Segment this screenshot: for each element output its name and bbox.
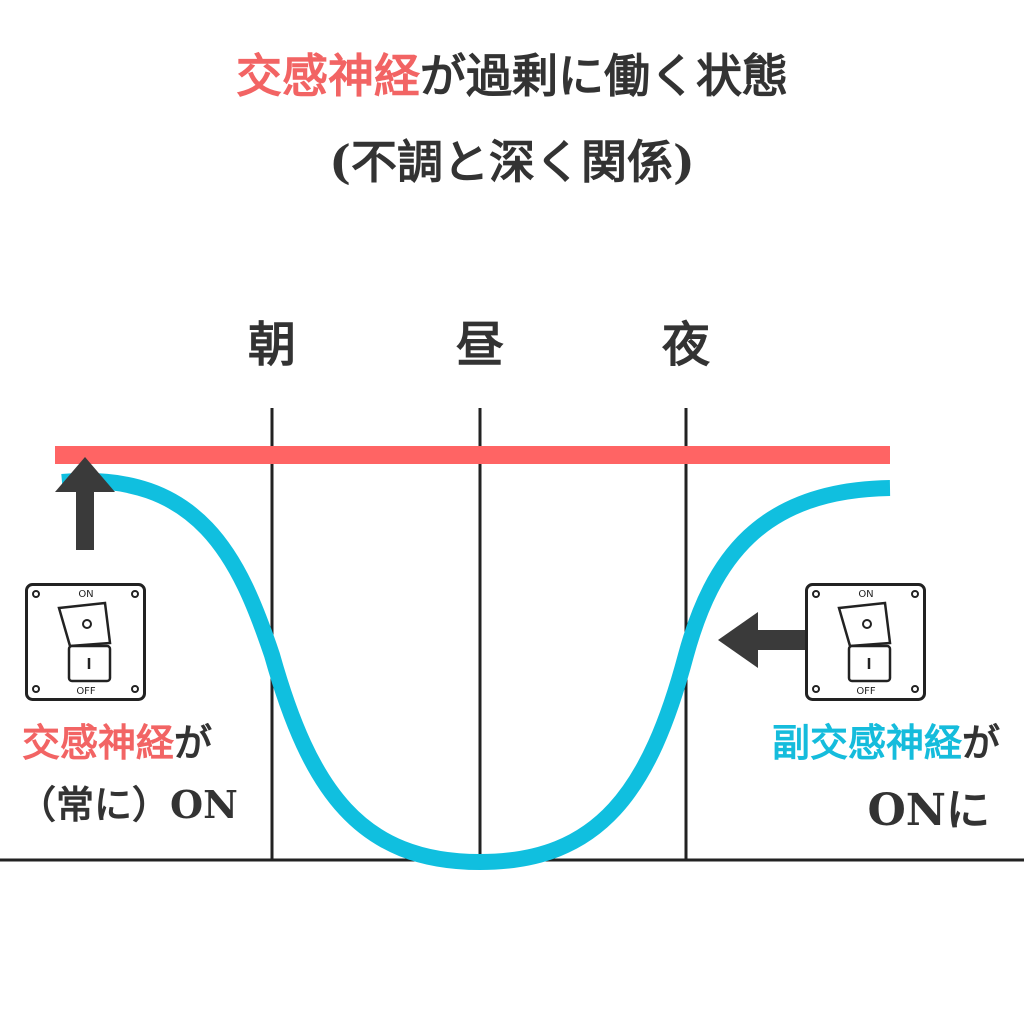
left-caption-line1: 交感神経が (22, 712, 212, 767)
label-night: 夜 (661, 317, 710, 373)
right-caption-rest: が (961, 720, 1000, 765)
right-caption-line2: ONに (867, 785, 990, 836)
title-line1: 交感神経が過剰に働く状態 (0, 40, 1024, 106)
parasympathetic-curve (61, 472, 891, 871)
switch-left-on-label: ON (78, 589, 93, 600)
label-noon: 昼 (455, 317, 504, 373)
right-caption-line1: 副交感神経が (772, 712, 1000, 767)
switch-left-off-label: OFF (76, 686, 96, 697)
switch-right-off-label: OFF (856, 686, 876, 697)
label-morning: 朝 (247, 317, 296, 373)
up-arrow-icon (55, 457, 115, 550)
left-caption-line2: （常に）ON (18, 782, 238, 827)
switch-right-on-label: ON (858, 589, 873, 600)
title-highlight: 交感神経 (236, 49, 420, 103)
right-caption-highlight: 副交感神経 (771, 720, 962, 765)
title-rest: が過剰に働く状態 (420, 49, 788, 103)
switch-icon-right (805, 583, 926, 701)
switch-icon-left (25, 583, 146, 701)
left-arrow-icon (718, 612, 811, 668)
left-caption-rest: が (174, 720, 213, 765)
title-line2: (不調と深く関係) (329, 135, 695, 189)
left-caption-highlight: 交感神経 (22, 720, 175, 765)
